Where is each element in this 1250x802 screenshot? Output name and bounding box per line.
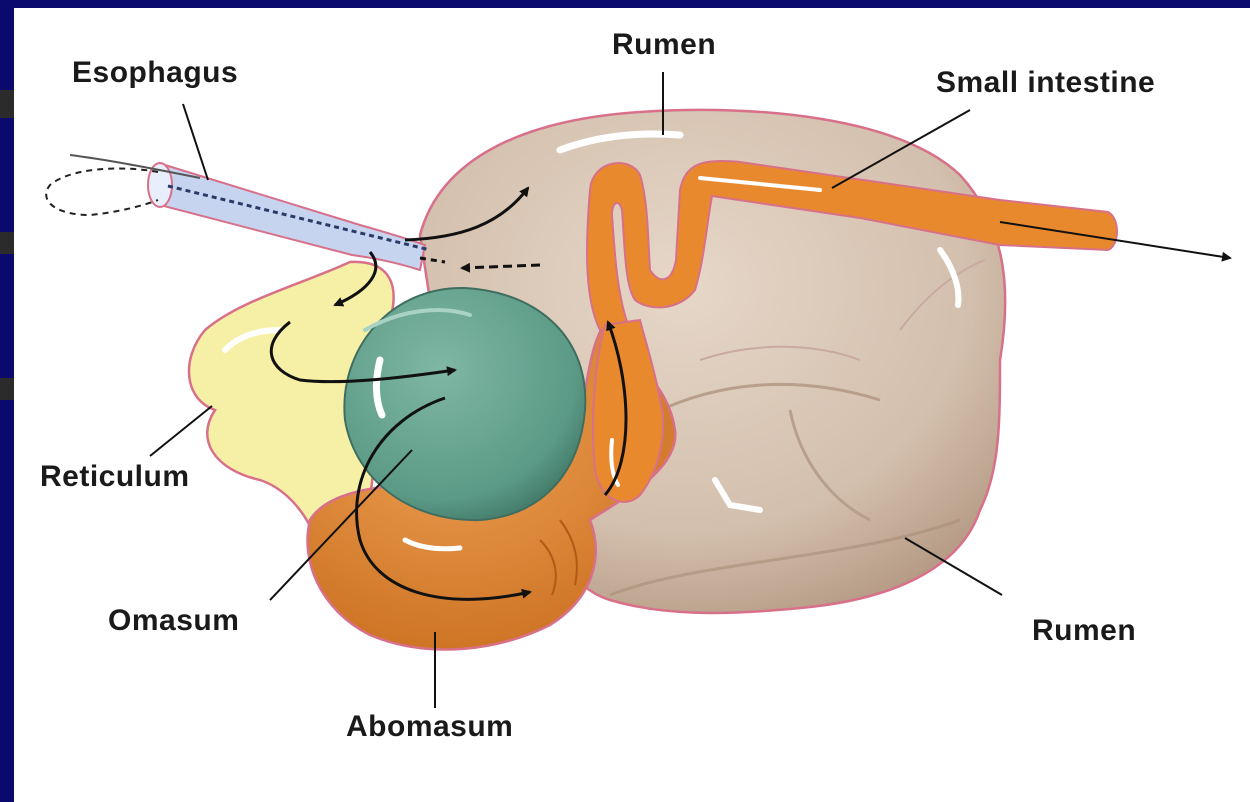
diagram-panel (14, 8, 1250, 802)
feed-line (70, 155, 200, 178)
dashed-loop (46, 168, 158, 215)
slide-edge-marker (0, 232, 14, 254)
slide-edge-marker (0, 90, 14, 118)
label-omasum: Omasum (108, 604, 239, 638)
leader-line-reticulum (150, 406, 212, 456)
label-rumen-top: Rumen (612, 28, 716, 62)
ruminant-stomach-diagram (14, 8, 1250, 802)
label-reticulum: Reticulum (40, 460, 190, 494)
label-small-intestine: Small intestine (936, 66, 1155, 100)
esophagus-shape (154, 165, 425, 270)
leader-line-esophagus (183, 104, 208, 180)
label-esophagus: Esophagus (72, 56, 238, 90)
label-abomasum: Abomasum (346, 710, 513, 744)
label-rumen-bottom: Rumen (1032, 614, 1136, 648)
slide-edge-marker (0, 378, 14, 400)
